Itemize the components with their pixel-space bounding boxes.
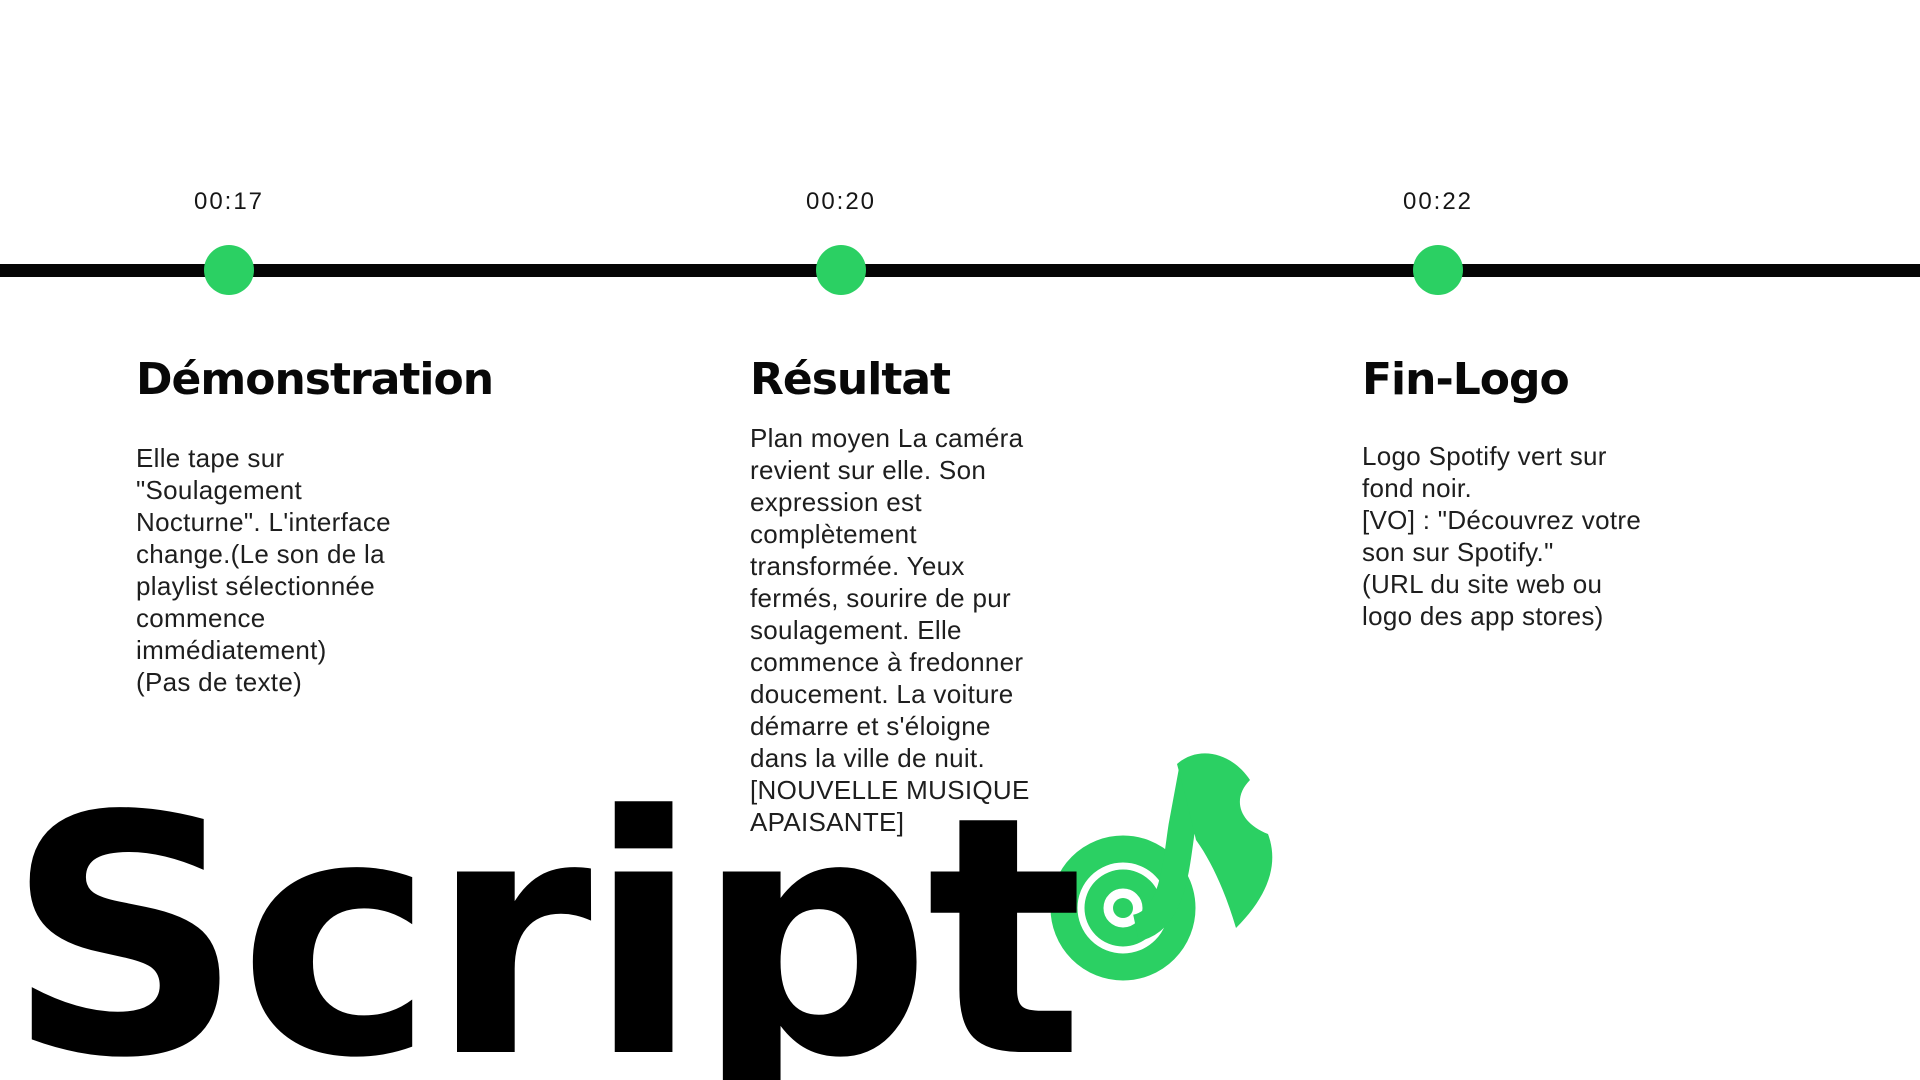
timeline-timestamp-1: 00:17: [193, 188, 265, 215]
timeline-event-fin-logo: Fin-Logo Logo Spotify vert sur fond noir…: [1362, 356, 1707, 632]
timeline-dot-1: [204, 245, 254, 295]
timeline-line: [0, 264, 1920, 277]
timeline-event-resultat: Résultat Plan moyen La caméra revient su…: [750, 356, 1095, 838]
event-description: Elle tape sur "Soulagement Nocturne". L'…: [136, 443, 391, 697]
timeline-timestamp-3: 00:22: [1402, 188, 1474, 215]
music-note-icon: [1050, 753, 1273, 981]
timeline-dot-2: [816, 245, 866, 295]
event-description: Plan moyen La caméra revient sur elle. S…: [750, 423, 1030, 837]
timeline-timestamp-2: 00:20: [805, 188, 877, 215]
timeline-dot-3: [1413, 245, 1463, 295]
event-description: Logo Spotify vert sur fond noir. [VO] : …: [1362, 441, 1642, 631]
watermark-title: Script: [6, 746, 1084, 1080]
event-title: Résultat: [750, 354, 951, 405]
event-title: Fin-Logo: [1362, 354, 1570, 405]
event-title: Démonstration: [136, 354, 494, 405]
timeline-event-demonstration: Démonstration Elle tape sur "Soulagement…: [136, 354, 494, 698]
